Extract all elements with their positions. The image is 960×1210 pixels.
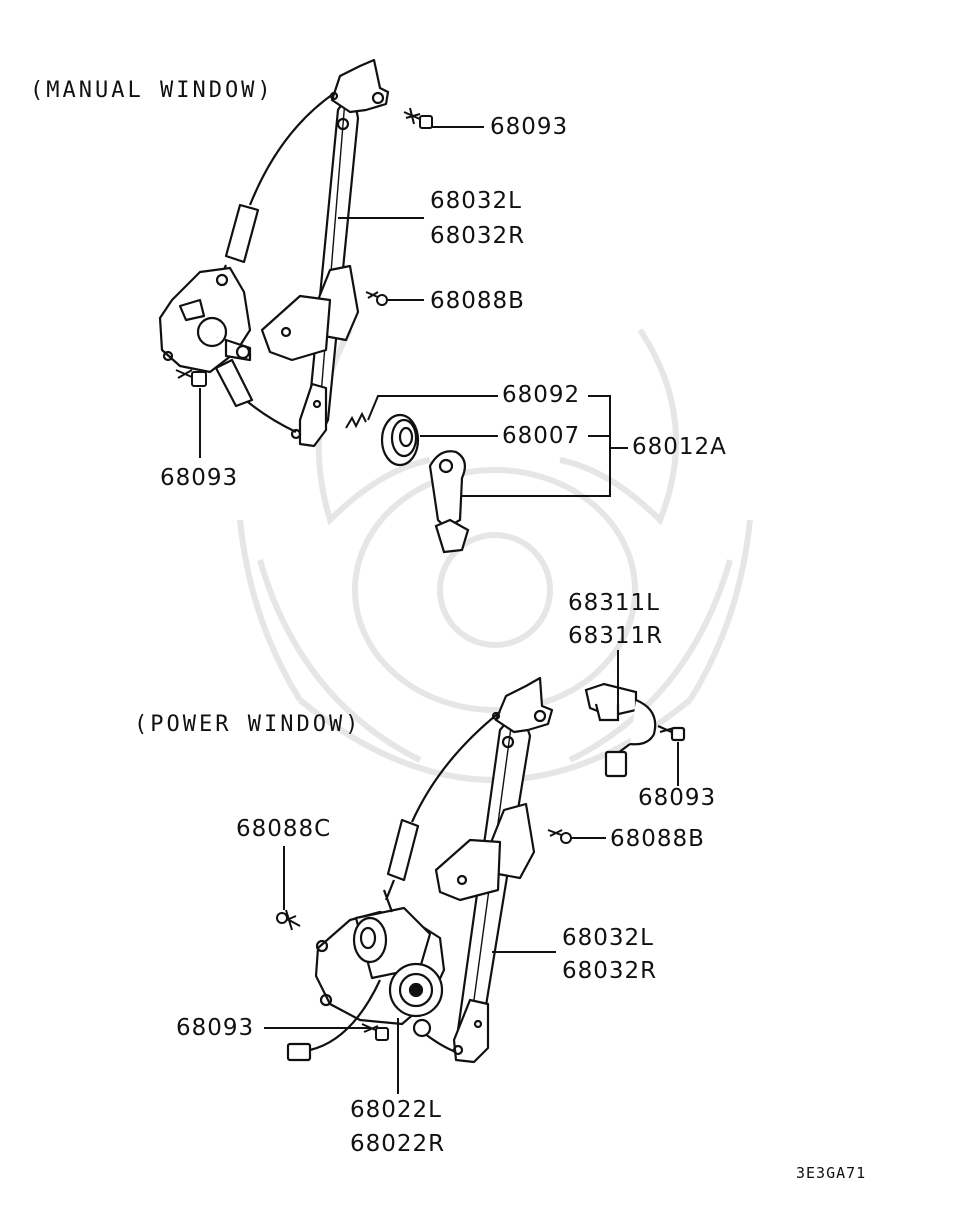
part-label-regulator-r[interactable]: 68032R: [430, 223, 526, 249]
bolt-top-icon: [403, 107, 433, 129]
diagram-code: 3E3GA71: [796, 1164, 867, 1182]
screw-c-icon: [276, 909, 301, 931]
part-label-switch-r[interactable]: 68311R: [568, 623, 664, 649]
part-label-bolt-bottom[interactable]: 68093: [160, 465, 239, 491]
part-label-motor-l[interactable]: 68022L: [350, 1097, 442, 1123]
screw-b-icon: [547, 829, 572, 844]
part-label-screw-c[interactable]: 68088C: [236, 816, 332, 842]
manual-window-title: (MANUAL WINDOW): [30, 78, 274, 103]
power-window-title: (POWER WINDOW): [134, 712, 362, 737]
part-label-power-bolt[interactable]: 68093: [176, 1015, 255, 1041]
part-label-clip[interactable]: 68092: [502, 382, 581, 408]
manual-leaders: [199, 126, 628, 497]
part-label-regulator-l[interactable]: 68032L: [430, 188, 522, 214]
window-switch-icon: [584, 682, 686, 778]
part-label-motor-r[interactable]: 68022R: [350, 1131, 446, 1157]
part-label-power-regulator-r[interactable]: 68032R: [562, 958, 658, 984]
bolt-bottom-icon: [175, 369, 207, 387]
part-label-escutcheon[interactable]: 68007: [502, 423, 581, 449]
part-label-screw-b[interactable]: 68088B: [610, 826, 705, 852]
clip-icon: [345, 411, 367, 429]
bolt-icon: [361, 1023, 389, 1041]
manual-regulator: [158, 58, 390, 448]
part-label-power-regulator-l[interactable]: 68032L: [562, 925, 654, 951]
part-label-bolt-top[interactable]: 68093: [490, 114, 569, 140]
part-label-handle-kit[interactable]: 68012A: [632, 434, 727, 460]
part-label-screw[interactable]: 68088B: [430, 288, 525, 314]
crank-handle-icon: [428, 450, 470, 554]
escutcheon-icon: [380, 413, 420, 467]
power-regulator: [286, 676, 554, 1064]
screw-icon: [365, 291, 388, 306]
watermark-emblem: [237, 328, 753, 783]
part-label-switch-bolt[interactable]: 68093: [638, 785, 717, 811]
part-label-switch-l[interactable]: 68311L: [568, 590, 660, 616]
power-leaders: [264, 650, 679, 1094]
